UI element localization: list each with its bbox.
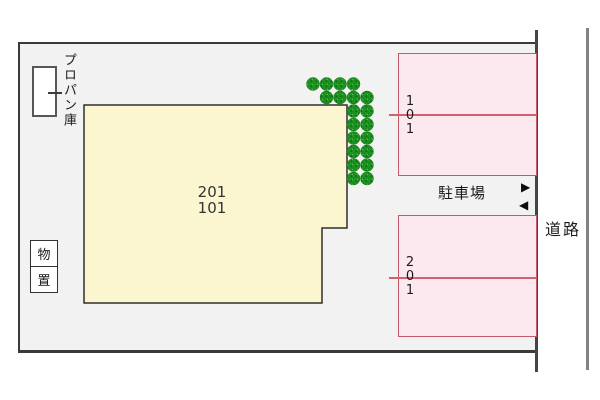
propane-shed-tick bbox=[48, 92, 62, 94]
stall-201-number: 2 0 1 bbox=[401, 256, 419, 298]
stall-201-digit: 1 bbox=[405, 283, 415, 298]
stall-101-digit: 1 bbox=[405, 122, 415, 137]
stall-201-divider-line bbox=[389, 277, 537, 279]
storage-shed-char-top: 物 bbox=[31, 241, 57, 267]
stall-201-digit: 2 bbox=[405, 255, 415, 270]
storage-shed-outline: 物 置 bbox=[30, 240, 58, 293]
propane-shed-outline bbox=[32, 66, 57, 117]
building-unit-numbers: 201 101 bbox=[186, 184, 238, 216]
unit-201-label: 201 bbox=[197, 183, 227, 201]
site-right-boundary-line bbox=[535, 30, 538, 372]
parking-area-label: 駐車場 bbox=[437, 184, 486, 202]
road-label: 道路 bbox=[545, 220, 582, 239]
stall-101-number: 1 0 1 bbox=[401, 95, 419, 137]
road-edge-line bbox=[586, 28, 589, 370]
stall-201-digit: 0 bbox=[405, 269, 415, 284]
left-arrow-icon: ◀ bbox=[519, 198, 529, 212]
unit-101-label: 101 bbox=[197, 199, 227, 217]
stall-101-digit: 0 bbox=[405, 108, 415, 123]
propane-shed-label: プロパン庫 bbox=[61, 53, 76, 128]
stall-101-digit: 1 bbox=[405, 94, 415, 109]
stall-101-divider-line bbox=[389, 114, 537, 116]
storage-shed-char-bottom: 置 bbox=[37, 274, 51, 289]
right-arrow-icon: ▶ bbox=[521, 180, 531, 194]
parking-stall-201 bbox=[398, 215, 537, 337]
